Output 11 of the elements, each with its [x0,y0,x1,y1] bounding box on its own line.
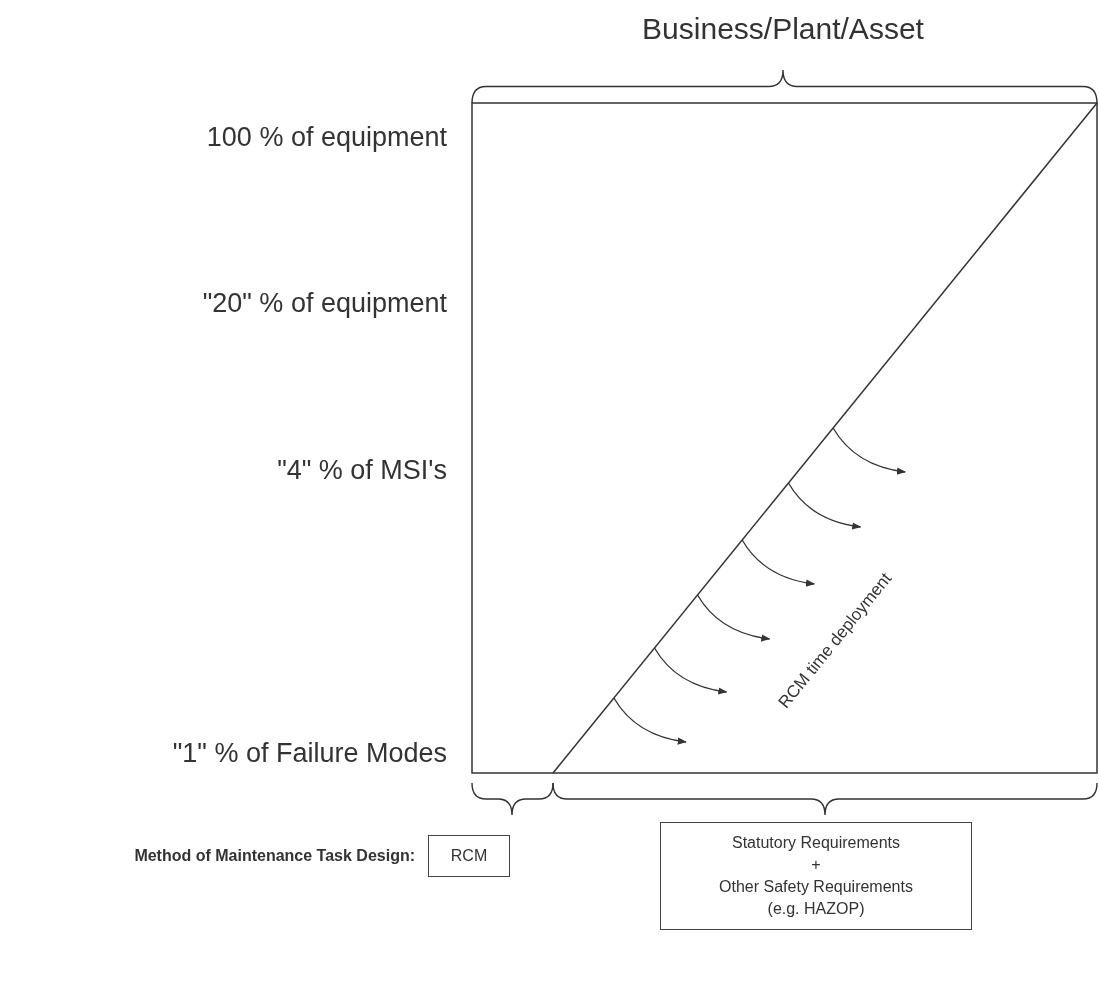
box-text: Other Safety Requirements (e.g. HAZOP) [718,877,914,919]
box-text: + [811,855,821,875]
row-label: "4" % of MSI's [277,456,447,484]
row-label: "20" % of equipment [202,289,447,317]
method-box [428,835,510,877]
title: Business/Plant/Asset [642,12,924,46]
method-box [660,822,972,930]
box-text: RCM [450,846,488,866]
box-text: Statutory Requirements [731,833,901,853]
row-label: "1" % of Failure Modes [172,739,447,767]
row-label: 100 % of equipment [206,123,447,151]
